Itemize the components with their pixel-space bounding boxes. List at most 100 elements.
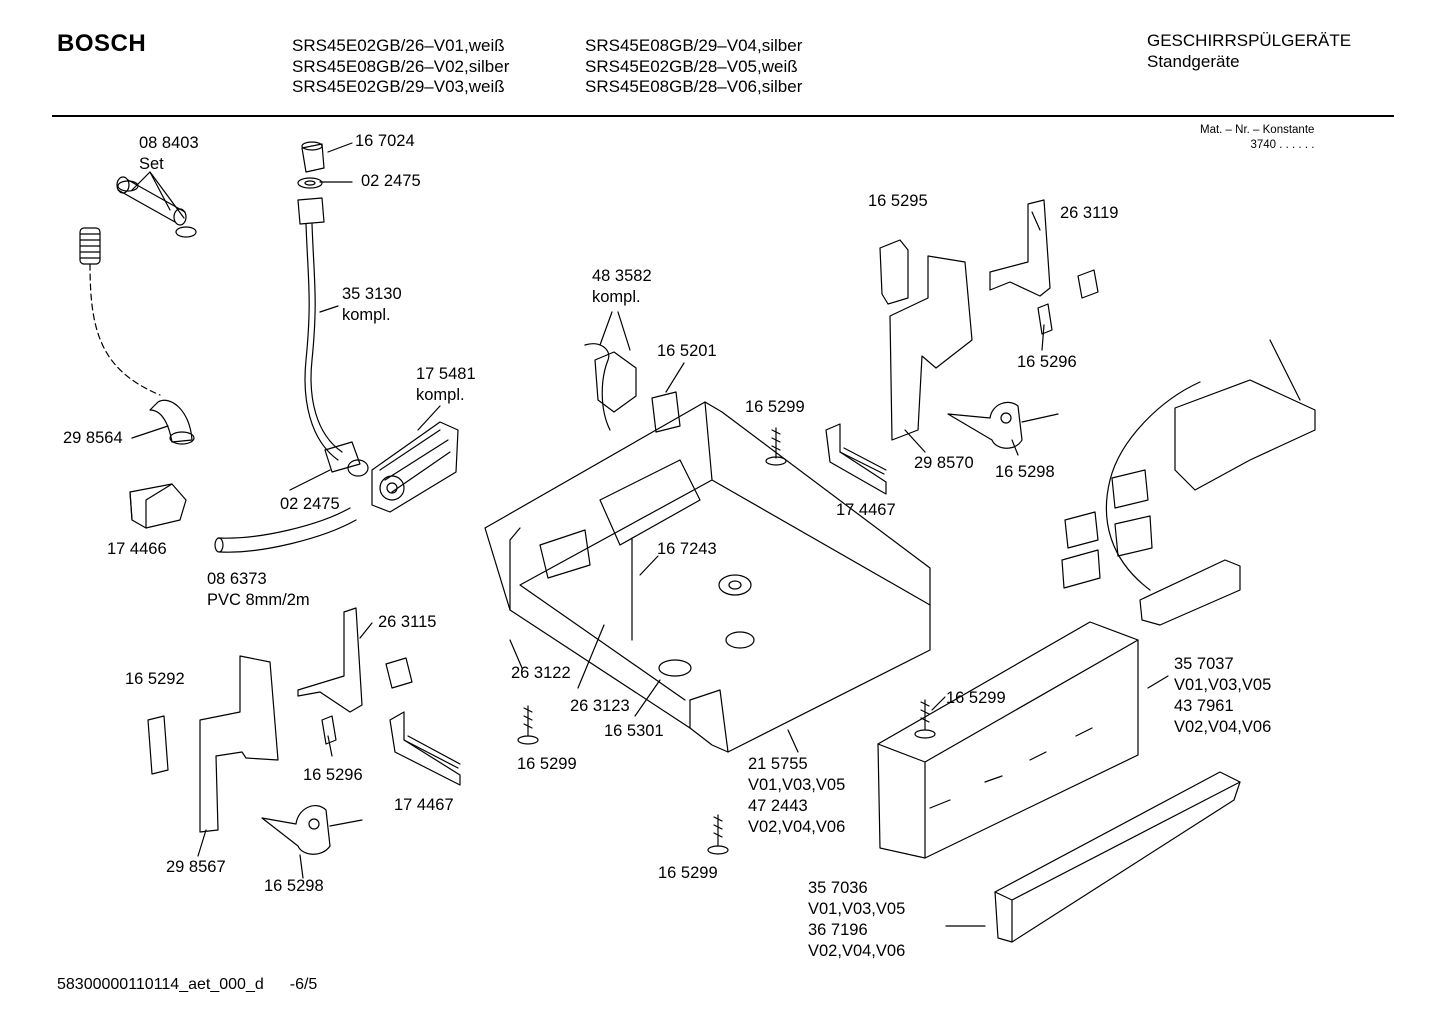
model-list-left: SRS45E02GB/26–V01,weiß SRS45E08GB/26–V02… — [292, 36, 509, 98]
part-label-165299-b: 16 5299 — [517, 754, 577, 775]
part-label-175481: 17 5481 kompl. — [416, 364, 476, 406]
part-number: 17 4466 — [107, 540, 167, 558]
part-number: 02 2475 — [280, 495, 340, 513]
part-label-298564: 29 8564 — [63, 428, 123, 449]
part-number: 16 5299 — [745, 398, 805, 416]
base-tub-part — [484, 401, 931, 753]
part-variant: V01,V03,V05 — [748, 776, 846, 794]
part-number: 17 5481 — [416, 365, 476, 383]
part-number: 16 5295 — [868, 192, 928, 210]
part-number: 16 5299 — [517, 755, 577, 773]
category-subtitle: Standgeräte — [1147, 52, 1240, 71]
model-item: SRS45E02GB/28–V05,weiß — [585, 56, 798, 76]
bracket-left-parts — [147, 607, 413, 855]
part-number: 16 5296 — [303, 766, 363, 784]
part-number: 16 5201 — [657, 342, 717, 360]
part-label-165295: 16 5295 — [868, 191, 928, 212]
part-label-165296-a: 16 5296 — [1017, 352, 1077, 373]
part-label-165298-a: 16 5298 — [995, 462, 1055, 483]
part-number: 08 6373 — [207, 570, 267, 588]
material-constant: Mat. – Nr. – Konstante 3740 . . . . . . — [1200, 123, 1314, 153]
part-note: Set — [139, 155, 164, 173]
part-variant: V02,V04,V06 — [748, 818, 846, 836]
part-number: 16 5299 — [658, 864, 718, 882]
part-label-165299-c: 16 5299 — [946, 688, 1006, 709]
part-label-165299-a: 16 5299 — [745, 397, 805, 418]
clip-part — [129, 483, 187, 529]
part-label-298570: 29 8570 — [914, 453, 974, 474]
part-number: 36 7196 — [808, 921, 868, 939]
plinth-panel-part — [877, 621, 1139, 859]
model-item: SRS45E02GB/26–V01,weiß — [292, 36, 505, 55]
part-number: 35 3130 — [342, 285, 402, 303]
part-note: PVC 8mm/2m — [207, 591, 310, 609]
category-block: GESCHIRRSPÜLGERÄTE Standgeräte — [1147, 30, 1351, 72]
part-variant: V02,V04,V06 — [808, 942, 906, 960]
part-number: 29 8564 — [63, 429, 123, 447]
part-label-215755: 21 5755 V01,V03,V05 47 2443 V02,V04,V06 — [748, 754, 845, 838]
cable-harness-part — [1061, 339, 1316, 626]
part-number: 26 3123 — [570, 697, 630, 715]
part-note: kompl. — [342, 306, 391, 324]
part-number: 02 2475 — [361, 172, 421, 190]
part-number: 16 5296 — [1017, 353, 1077, 371]
model-list-right: SRS45E08GB/29–V04,silber SRS45E02GB/28–V… — [585, 36, 802, 98]
brand-logo: BOSCH — [57, 30, 147, 57]
model-item: SRS45E02GB/29–V03,weiß — [292, 77, 505, 96]
part-label-263123: 26 3123 — [570, 696, 630, 717]
part-label-165298-b: 16 5298 — [264, 876, 324, 897]
part-number: 21 5755 — [748, 755, 808, 773]
part-variant: V01,V03,V05 — [808, 900, 906, 918]
part-number: 16 5292 — [125, 670, 185, 688]
part-label-174467-a: 17 4467 — [836, 500, 896, 521]
page-indicator: -6/5 — [289, 976, 318, 993]
part-label-022475-top: 02 2475 — [361, 171, 421, 192]
part-label-165301: 16 5301 — [604, 721, 664, 742]
part-label-165296-b: 16 5296 — [303, 765, 363, 786]
part-number: 29 8570 — [914, 454, 974, 472]
part-label-174466: 17 4466 — [107, 539, 167, 560]
part-number: 35 7037 — [1174, 655, 1234, 673]
pressure-hose-part — [297, 141, 369, 477]
hose-set-part — [116, 176, 197, 238]
part-label-167243: 16 7243 — [657, 539, 717, 560]
header-divider — [52, 115, 1394, 117]
part-number: 16 5298 — [995, 463, 1055, 481]
part-label-353130: 35 3130 kompl. — [342, 284, 402, 326]
document-id: 58300000110114_aet_000_d — [57, 976, 264, 993]
part-label-167024: 16 7024 — [355, 131, 415, 152]
drain-hose-part — [79, 227, 195, 445]
heater-parts — [389, 423, 887, 786]
part-label-165299-d: 16 5299 — [658, 863, 718, 884]
part-label-165201: 16 5201 — [657, 341, 717, 362]
trim-strip-part — [994, 771, 1241, 943]
part-label-086373: 08 6373 PVC 8mm/2m — [207, 569, 310, 611]
part-number: 16 5301 — [604, 722, 664, 740]
part-label-483582: 48 3582 kompl. — [592, 266, 652, 308]
part-label-263115: 26 3115 — [378, 612, 436, 633]
category-title: GESCHIRRSPÜLGERÄTE — [1147, 31, 1352, 50]
valve-assembly-part — [371, 421, 459, 513]
part-number: 17 4467 — [836, 501, 896, 519]
pvc-hose-part — [214, 507, 357, 553]
part-number: 47 2443 — [748, 797, 808, 815]
part-label-263119: 26 3119 — [1060, 203, 1118, 224]
model-item: SRS45E08GB/28–V06,silber — [585, 77, 803, 96]
part-label-357037: 35 7037 V01,V03,V05 43 7961 V02,V04,V06 — [1174, 654, 1271, 738]
part-number: 16 5298 — [264, 877, 324, 895]
part-number: 35 7036 — [808, 879, 868, 897]
part-note: kompl. — [416, 386, 465, 404]
part-variant: V01,V03,V05 — [1174, 676, 1272, 694]
part-number: 16 7243 — [657, 540, 717, 558]
part-number: 48 3582 — [592, 267, 652, 285]
footer: 58300000110114_aet_000_d -6/5 — [57, 976, 317, 994]
part-number: 43 7961 — [1174, 697, 1234, 715]
part-number: 26 3122 — [511, 664, 571, 682]
leader-lines — [131, 142, 1169, 927]
part-number: 17 4467 — [394, 796, 454, 814]
part-variant: V02,V04,V06 — [1174, 718, 1272, 736]
part-number: 08 8403 — [139, 134, 199, 152]
part-label-088403: 08 8403 Set — [139, 133, 199, 175]
part-label-022475-bottom: 02 2475 — [280, 494, 340, 515]
